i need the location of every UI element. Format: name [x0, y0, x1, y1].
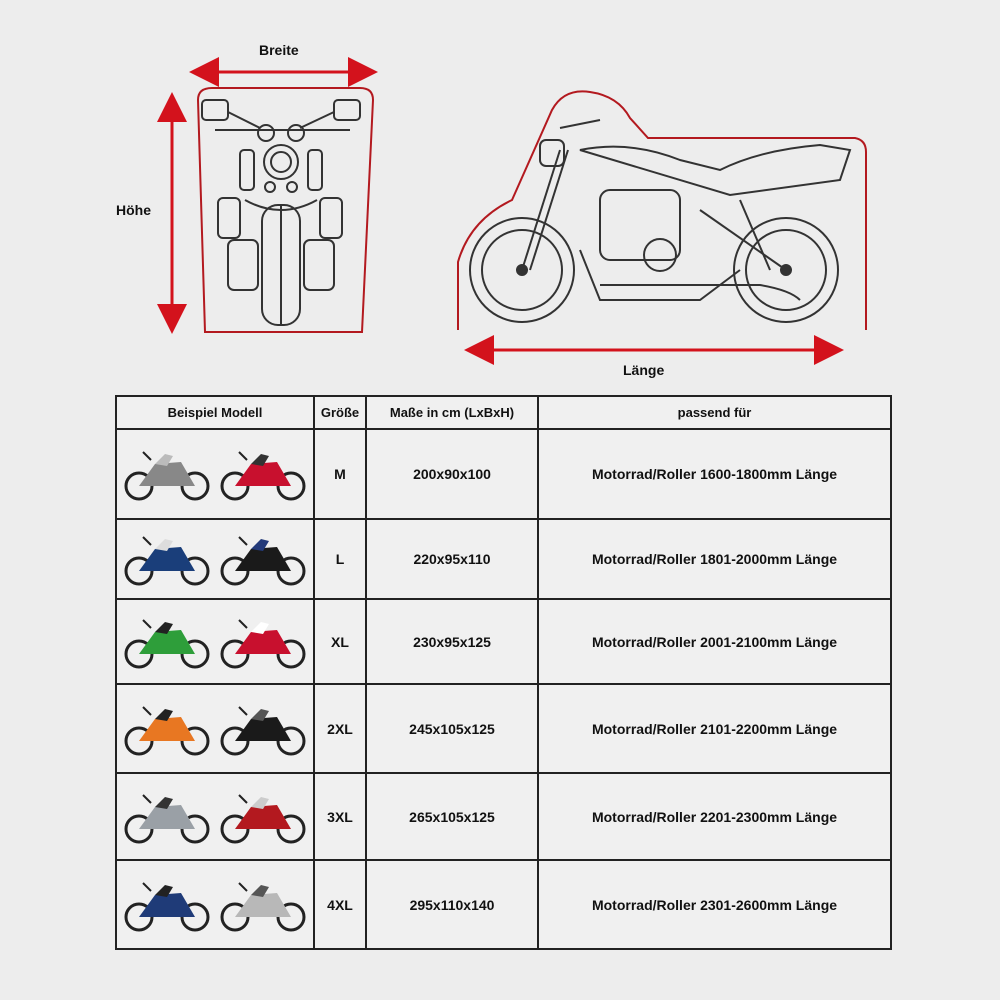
- side-motorcycle-icon: [469, 119, 852, 323]
- dims-cell: 220x95x110: [365, 518, 539, 600]
- fits-cell: Motorrad/Roller 1600-1800mm Länge: [537, 428, 892, 520]
- size-cell: XL: [313, 598, 367, 685]
- header-model: Beispiel Modell: [115, 395, 315, 430]
- header-size: Größe: [313, 395, 367, 430]
- dims-cell: 245x105x125: [365, 683, 539, 774]
- model-images-cell: [115, 428, 315, 520]
- model-images-cell: [115, 683, 315, 774]
- blue-white-scooter-icon: [124, 536, 210, 586]
- model-images-cell: [115, 598, 315, 685]
- black-scooter-icon: [220, 536, 306, 586]
- header-dims: Maße in cm (LxBxH): [365, 395, 539, 430]
- red-maxi-scooter-icon: [220, 793, 306, 843]
- size-cell: 2XL: [313, 683, 367, 774]
- green-sportbike-icon: [124, 618, 210, 668]
- silver-touring-bike-icon: [124, 793, 210, 843]
- table-header-row: Beispiel Modell Größe Maße in cm (LxBxH)…: [115, 395, 892, 430]
- dims-cell: 230x95x125: [365, 598, 539, 685]
- black-naked-bike-icon: [220, 705, 306, 755]
- length-label: Länge: [623, 362, 665, 378]
- bicycle-icon: [124, 451, 210, 501]
- dims-cell: 200x90x100: [365, 428, 539, 520]
- front-motorcycle-icon: [201, 99, 361, 326]
- size-cell: 4XL: [313, 859, 367, 950]
- dims-cell: 265x105x125: [365, 772, 539, 861]
- fits-cell: Motorrad/Roller 2301-2600mm Länge: [537, 859, 892, 950]
- size-cell: M: [313, 428, 367, 520]
- model-images-cell: [115, 518, 315, 600]
- model-images-cell: [115, 859, 315, 950]
- silver-gold-wing-icon: [220, 881, 306, 931]
- size-cell: 3XL: [313, 772, 367, 861]
- red-scooter-icon: [220, 451, 306, 501]
- fits-cell: Motorrad/Roller 2001-2100mm Länge: [537, 598, 892, 685]
- blue-cruiser-icon: [124, 881, 210, 931]
- size-table: Beispiel Modell Größe Maße in cm (LxBxH)…: [115, 395, 892, 950]
- model-images-cell: [115, 772, 315, 861]
- header-fits: passend für: [537, 395, 892, 430]
- dims-cell: 295x110x140: [365, 859, 539, 950]
- fits-cell: Motorrad/Roller 2101-2200mm Länge: [537, 683, 892, 774]
- red-sportbike-icon: [220, 618, 306, 668]
- size-cell: L: [313, 518, 367, 600]
- size-diagram: Breite Höhe Länge: [0, 0, 1000, 395]
- fits-cell: Motorrad/Roller 2201-2300mm Länge: [537, 772, 892, 861]
- orange-enduro-icon: [124, 705, 210, 755]
- front-cover-outline: [196, 87, 375, 333]
- width-label: Breite: [259, 42, 299, 58]
- height-label: Höhe: [116, 202, 151, 218]
- fits-cell: Motorrad/Roller 1801-2000mm Länge: [537, 518, 892, 600]
- motorcycle-dimension-illustration: [157, 57, 867, 365]
- side-cover-outline: [457, 90, 867, 330]
